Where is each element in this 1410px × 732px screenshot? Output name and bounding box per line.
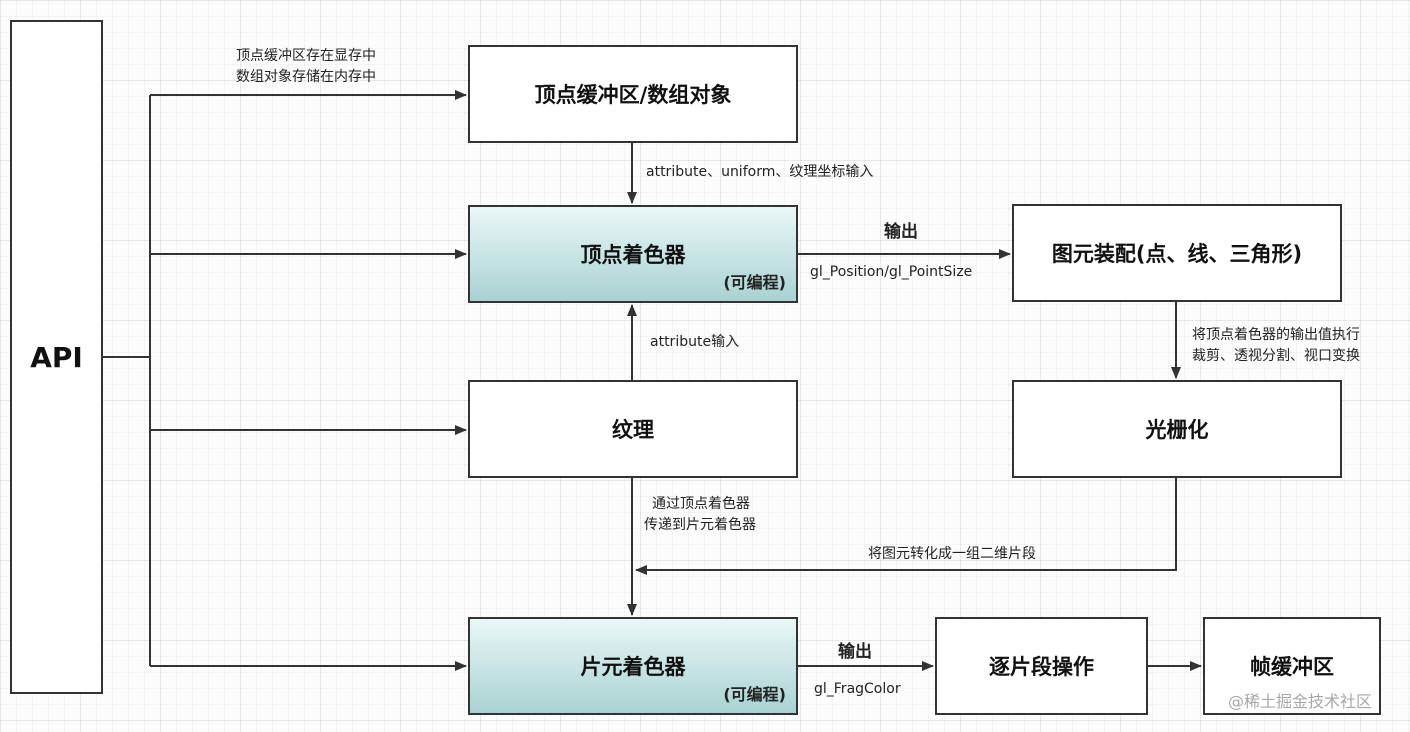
vertex-shader-programmable: (可编程) <box>723 273 786 292</box>
vbo-note-vram: 顶点缓冲区存在显存中 <box>236 48 376 64</box>
fragment-shader-node: 片元着色器 (可编程) <box>468 617 798 715</box>
vbo-note-ram: 数组对象存储在内存中 <box>236 69 376 85</box>
api-label: API <box>30 340 83 374</box>
framebuffer-label: 帧缓冲区 <box>1250 655 1334 679</box>
fragment-shader-title: 片元着色器 <box>580 655 686 679</box>
vertex-shader-title: 顶点着色器 <box>580 243 686 267</box>
to-fragments-note: 将图元转化成一组二维片段 <box>868 546 1036 562</box>
watermark: @稀土掘金技术社区 <box>1228 692 1373 711</box>
vbo-node: 顶点缓冲区/数组对象 <box>468 45 798 143</box>
clip-note-1: 将顶点着色器的输出值执行 <box>1192 327 1360 343</box>
rasterization-node: 光栅化 <box>1012 380 1342 478</box>
per-fragment-ops-label: 逐片段操作 <box>989 655 1094 679</box>
api-node: API <box>10 20 103 694</box>
primitive-assembly-node: 图元装配(点、线、三角形) <box>1012 204 1342 302</box>
arrow-raster-to-fragment <box>635 478 1177 575</box>
clip-note-2: 裁剪、透视分割、视口变换 <box>1192 348 1360 364</box>
per-fragment-ops-node: 逐片段操作 <box>935 617 1148 715</box>
vertex-shader-node: 顶点着色器 (可编程) <box>468 205 798 303</box>
vertex-output-label: 输出 <box>884 222 918 242</box>
fragment-shader-programmable: (可编程) <box>723 685 786 704</box>
texture-node: 纹理 <box>468 380 798 478</box>
rasterization-label: 光栅化 <box>1145 418 1209 442</box>
frag-color-label: gl_FragColor <box>814 681 901 697</box>
primitive-assembly-label: 图元装配(点、线、三角形) <box>1051 242 1303 266</box>
to-fragment-shader-note: 传递到片元着色器 <box>644 517 756 533</box>
framebuffer-node: 帧缓冲区 <box>1203 617 1381 715</box>
gl-position-label: gl_Position/gl_PointSize <box>810 264 973 280</box>
texture-label: 纹理 <box>612 418 654 442</box>
fragment-output-label: 输出 <box>838 642 872 662</box>
attr-uniform-label: attribute、uniform、纹理坐标输入 <box>646 164 874 180</box>
via-vertex-shader-note: 通过顶点着色器 <box>652 496 750 512</box>
attribute-input-label: attribute输入 <box>650 334 740 350</box>
vbo-label: 顶点缓冲区/数组对象 <box>534 83 732 107</box>
